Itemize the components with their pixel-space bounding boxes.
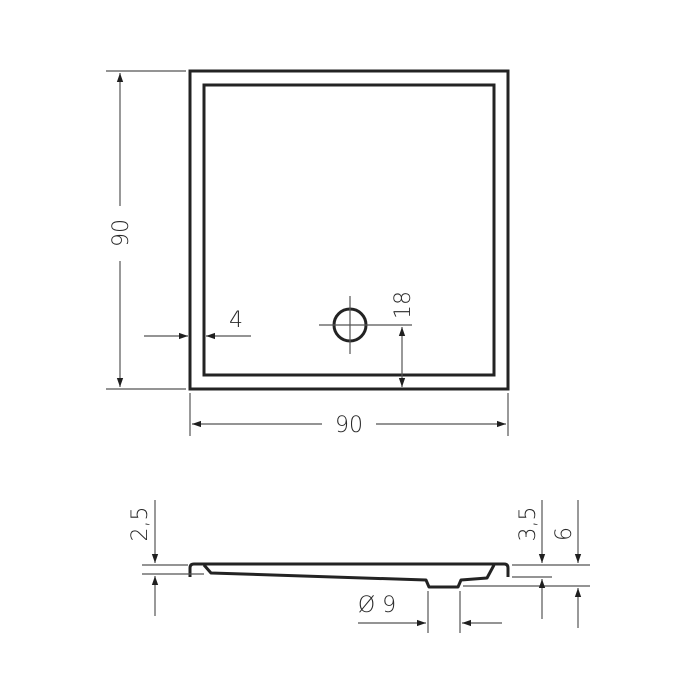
drain-offset-label: 18 (391, 291, 416, 319)
drain-diameter-dimension (358, 591, 502, 633)
drain-diameter-label: Ø 9 (358, 593, 396, 618)
height-dimension (106, 70, 186, 390)
tray-inner-edge (202, 83, 496, 377)
depth-dimensions (463, 500, 590, 628)
plan-view: 90 90 4 18 (106, 69, 510, 438)
rim-label: 4 (229, 308, 243, 333)
tray-outer-edge (188, 69, 510, 391)
rim-height-dimension (142, 500, 204, 616)
rim-height-label: 2,5 (128, 507, 153, 542)
section-view: 2,5 Ø 9 3,5 6 (128, 500, 590, 633)
total-height-label: 6 (552, 527, 577, 541)
inner-depth-label: 3,5 (516, 507, 541, 542)
drain-icon (319, 296, 412, 354)
tray-profile (188, 562, 510, 577)
height-label: 90 (109, 219, 134, 247)
tray-floor (202, 564, 496, 589)
width-dimension (189, 393, 509, 436)
width-label: 90 (335, 413, 363, 438)
